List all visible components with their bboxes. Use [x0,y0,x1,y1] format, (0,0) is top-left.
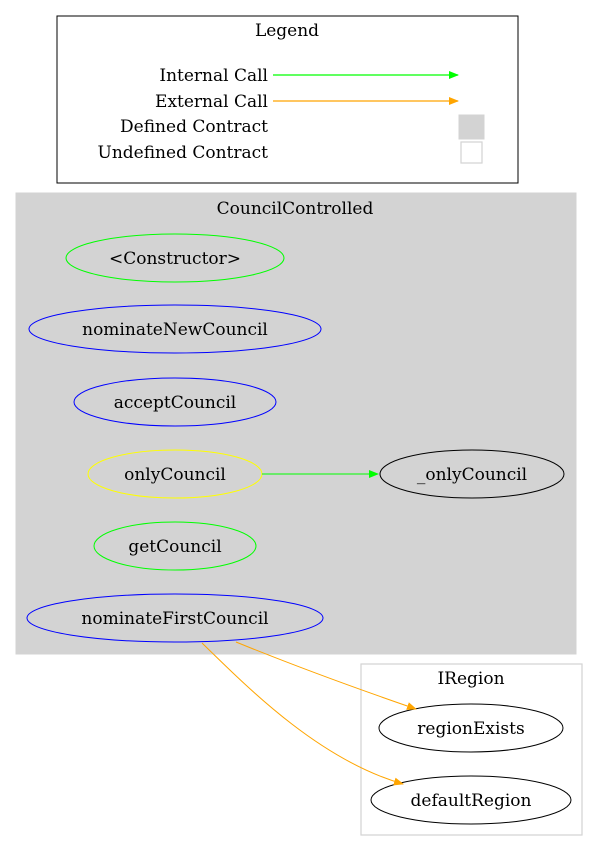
legend-title: Legend [255,21,319,41]
legend-defined-contract-swatch [458,114,485,140]
node-nominate-new-council-label: nominateNewCouncil [82,320,268,340]
cluster-iregion-box [360,663,583,836]
legend-box [56,15,519,184]
node-constructor[interactable]: <Constructor> [65,233,285,283]
node-only-council-internal[interactable]: _onlyCouncil [379,449,565,499]
node-only-council-label: onlyCouncil [124,465,226,485]
edge-nominate-first-council-to-region-exists [235,641,417,710]
cluster-council-controlled-title: CouncilControlled [217,199,374,219]
node-constructor-label: <Constructor> [109,249,241,269]
node-region-exists-label: regionExists [417,719,524,739]
cluster-council-controlled-box [15,192,577,655]
node-get-council-label: getCouncil [128,537,221,557]
legend-internal-call-label: Internal Call [159,66,268,86]
legend-external-call-label: External Call [155,92,268,112]
node-default-region-label: defaultRegion [411,791,532,811]
node-get-council[interactable]: getCouncil [93,521,257,571]
node-nominate-new-council[interactable]: nominateNewCouncil [28,304,322,354]
cluster-council-controlled: CouncilControlled <Constructor> nominate… [15,192,577,655]
node-accept-council[interactable]: acceptCouncil [73,377,277,427]
node-default-region[interactable]: defaultRegion [370,775,572,825]
node-region-exists[interactable]: regionExists [378,703,564,753]
node-accept-council-label: acceptCouncil [114,393,237,413]
legend-undefined-contract-label: Undefined Contract [98,143,269,163]
node-only-council-internal-label: _onlyCouncil [417,465,527,485]
node-nominate-first-council-label: nominateFirstCouncil [81,609,268,629]
node-nominate-first-council[interactable]: nominateFirstCouncil [26,593,324,643]
cluster-iregion-title: IRegion [437,669,504,689]
edge-nominate-first-council-to-default-region [201,642,404,786]
legend-defined-contract-label: Defined Contract [120,117,268,137]
legend: Legend Internal Call External Call Defin… [56,15,519,184]
cluster-iregion: IRegion regionExists defaultRegion [360,663,583,836]
legend-undefined-contract-swatch [460,141,483,164]
